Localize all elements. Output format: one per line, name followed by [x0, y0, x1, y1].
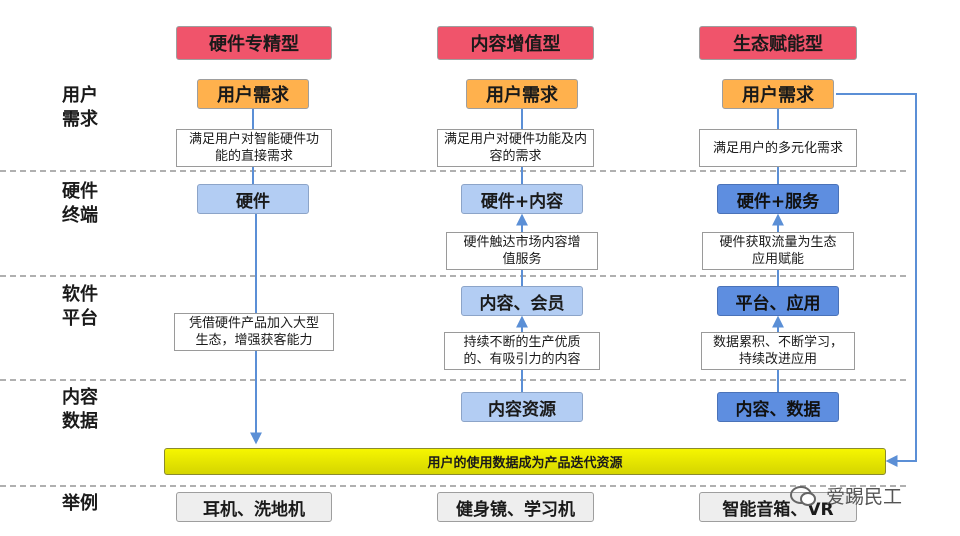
row-label-data: 内容 数据: [62, 387, 98, 432]
col3-terminal-desc: 硬件获取流量为生态应用赋能: [702, 232, 854, 270]
row-label-need: 用户 需求: [62, 85, 98, 130]
col1-title: 硬件专精型: [176, 26, 332, 60]
col3-need-box: 用户需求: [722, 79, 834, 109]
col3-title: 生态赋能型: [699, 26, 857, 60]
watermark: 爱踢民工: [790, 482, 902, 508]
row-label-platform: 软件 平台: [62, 284, 98, 329]
col3-example: 智能音箱、VR: [699, 492, 857, 522]
col1-need-box: 用户需求: [197, 79, 309, 109]
row-dividers: [0, 170, 910, 487]
col2-terminal-box: 硬件+内容: [461, 184, 583, 214]
feedback-loop-arrow: [836, 93, 917, 467]
col3-need-desc: 满足用户的多元化需求: [699, 129, 857, 167]
col2-platform-desc: 持续不断的生产优质的、有吸引力的内容: [444, 332, 600, 370]
col1-terminal-box: 硬件: [197, 184, 309, 214]
feedback-bar: 用户的使用数据成为产品迭代资源: [164, 448, 886, 475]
col2-data-box: 内容资源: [461, 392, 583, 422]
col2-need-desc: 满足用户对硬件功能及内容的需求: [437, 129, 594, 167]
row-label-example: 举例: [62, 493, 98, 514]
col2-platform-box: 内容、会员: [461, 286, 583, 316]
col2-example: 健身镜、学习机: [437, 492, 594, 522]
col3-platform-box: 平台、应用: [717, 286, 839, 316]
col1-example: 耳机、洗地机: [176, 492, 332, 522]
col3-platform-desc: 数据累积、不断学习，持续改进应用: [701, 332, 855, 370]
col3-data-box: 内容、数据: [717, 392, 839, 422]
col2-need-box: 用户需求: [466, 79, 578, 109]
wechat-icon: [790, 486, 816, 506]
col2-terminal-desc: 硬件触达市场内容增值服务: [446, 232, 598, 270]
col2-title: 内容增值型: [437, 26, 594, 60]
col1-need-desc: 满足用户对智能硬件功能的直接需求: [176, 129, 332, 167]
row-label-terminal: 硬件 终端: [62, 181, 98, 226]
watermark-text: 爱踢民工: [826, 485, 903, 508]
col1-flow-desc: 凭借硬件产品加入大型生态，增强获客能力: [174, 313, 334, 351]
col3-terminal-box: 硬件+服务: [717, 184, 839, 214]
